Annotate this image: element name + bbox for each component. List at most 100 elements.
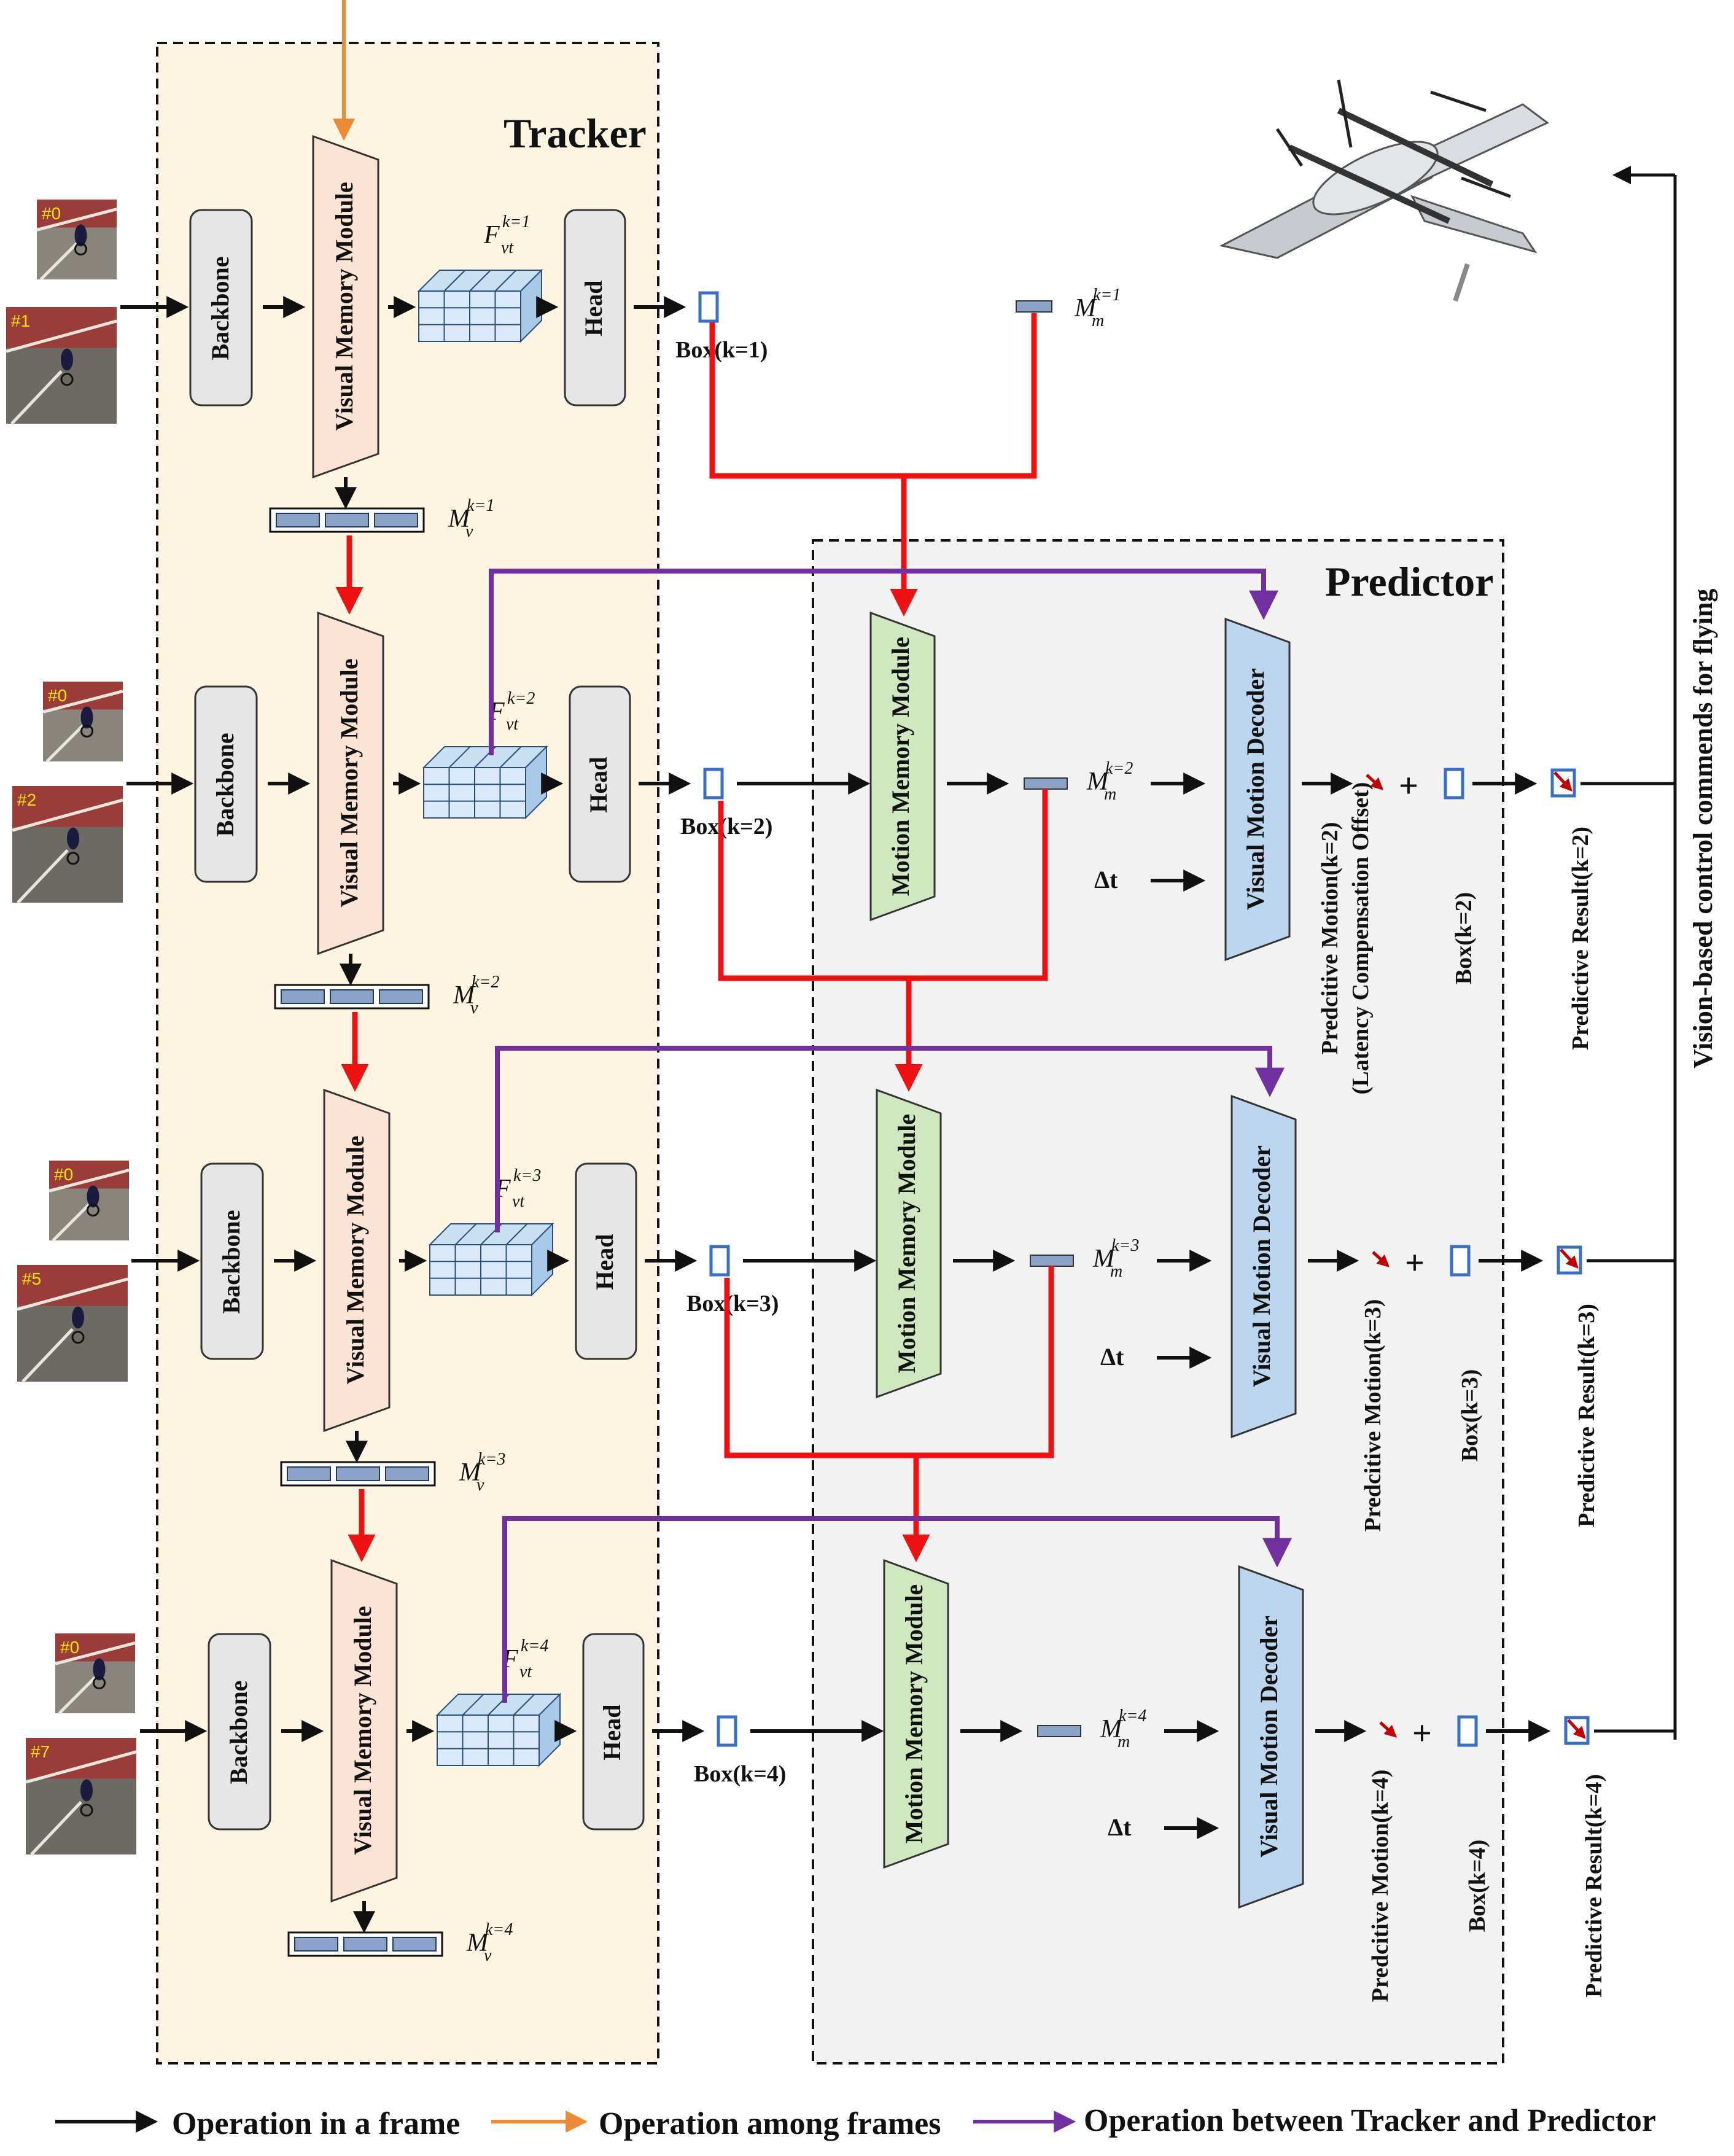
row-2-head	[569, 685, 631, 883]
row-3-mv-memory	[280, 1461, 436, 1487]
row-2-latency-label: (Latency Compensation Offset)	[1348, 782, 1374, 1095]
svg-text:M: M	[459, 1458, 482, 1487]
row-4-mv-label: Mvk=4	[466, 1920, 513, 1965]
row-2-predictive-motion-label: Predcitive Motion(k=2)	[1317, 822, 1343, 1055]
row-2-box-rot-label: Box(k=2)	[1451, 892, 1477, 984]
row-2-box-label: Box(k=2)	[680, 814, 772, 839]
row-4-mm-memory	[1037, 1725, 1081, 1737]
row-4-delta-t-label: Δt	[1108, 1813, 1132, 1841]
svg-text:k=3: k=3	[478, 1450, 505, 1469]
row-4-box-add-icon	[1457, 1715, 1478, 1747]
row-1-box-label: Box(k=1)	[675, 337, 768, 363]
row-3-head	[575, 1162, 637, 1360]
legend-label-1: Operation among frames	[599, 2106, 941, 2141]
row-3-backbone-label: Backbone	[217, 1210, 245, 1314]
svg-text:#0: #0	[42, 204, 61, 223]
row-2-current-frame: #2	[12, 786, 123, 904]
row-2-mv-memory	[274, 984, 430, 1010]
row-3-mm-label: Mm k=3	[1092, 1236, 1139, 1281]
svg-text:#0: #0	[54, 1165, 73, 1184]
legend: Operation in a frame Operation among fra…	[55, 2103, 1656, 2141]
row-1-current-frame: #1	[6, 307, 117, 425]
row-3-backbone	[200, 1162, 264, 1360]
row-4-motion-memory-module	[883, 1559, 949, 1869]
row-2-backbone	[194, 685, 258, 883]
svg-text:k=1: k=1	[467, 496, 494, 515]
svg-text:vt: vt	[519, 1662, 532, 1681]
predictor-title: Predictor	[1325, 558, 1493, 605]
svg-text:v: v	[465, 522, 473, 541]
svg-text:v: v	[476, 1476, 484, 1495]
row-2-feature-grid	[422, 745, 548, 820]
row-4-visual-memory-label: Visual Memory Module	[349, 1606, 376, 1854]
svg-text:M: M	[1092, 1245, 1116, 1273]
svg-text:vt: vt	[512, 1192, 525, 1211]
row-2-result-offset-icon	[1553, 771, 1573, 792]
row-1-reference-frame: #0	[36, 200, 117, 281]
svg-text:m: m	[1092, 311, 1104, 330]
row-2-red-merge-line	[718, 789, 1048, 981]
row-4-head-label: Head	[598, 1704, 626, 1760]
row-3-result-offset-icon	[1560, 1248, 1579, 1269]
row-4-feature-grid	[435, 1692, 562, 1767]
svg-text:vt: vt	[506, 715, 519, 734]
row-1-backbone	[189, 209, 253, 407]
row-4-box-label: Box(k=4)	[694, 1761, 786, 1787]
row-3-box-label: Box(k=3)	[686, 1291, 779, 1317]
row-3-box-add-icon	[1450, 1245, 1471, 1277]
control-feedback	[1612, 166, 1677, 1740]
row-2-predictive-result-label: Predictive Result(k=2)	[1568, 827, 1593, 1050]
svg-text:k=3: k=3	[1111, 1236, 1139, 1255]
row-3-visual-memory-label: Visual Memory Module	[341, 1135, 369, 1384]
svg-text:m: m	[1104, 785, 1116, 804]
row-4-box-icon	[717, 1715, 737, 1747]
row-4-mv-memory	[287, 1931, 443, 1957]
row-3-predictive-result-label: Predictive Result(k=3)	[1574, 1304, 1600, 1527]
svg-text:m: m	[1118, 1732, 1130, 1751]
row-2-mv-label: Mvk=2	[453, 973, 499, 1018]
row-2-decoder-label: Visual Motion Decoder	[1242, 668, 1269, 910]
row-2-head-label: Head	[585, 757, 612, 812]
row-3-motion-memory-module	[876, 1088, 942, 1399]
svg-text:k=2: k=2	[507, 689, 535, 708]
row-2-visual-memory-module	[317, 611, 384, 955]
svg-text:vt: vt	[501, 238, 514, 257]
row-4-backbone-label: Backbone	[225, 1681, 252, 1784]
row-4-plus-sign: +	[1412, 1714, 1432, 1753]
svg-text:M: M	[448, 505, 471, 533]
svg-text:k=4: k=4	[1119, 1707, 1146, 1726]
svg-text:k=2: k=2	[1105, 759, 1133, 778]
svg-text:m: m	[1110, 1262, 1122, 1281]
row-3-predictive-motion-label: Predcitive Motion(k=3)	[1360, 1299, 1386, 1532]
row-3-delta-t-label: Δt	[1100, 1343, 1124, 1371]
row-2-mm-label: Mmk=2	[1086, 759, 1133, 804]
row-1-head	[564, 209, 626, 407]
svg-text:k=4: k=4	[485, 1920, 513, 1939]
row-2-motion-memory-module	[869, 611, 936, 922]
row-4-head	[582, 1633, 645, 1831]
row-2-delta-t-label: Δt	[1094, 866, 1118, 893]
svg-text:v: v	[484, 1946, 492, 1965]
row-4-predictive-motion-icon	[1379, 1721, 1397, 1738]
row-1-box-icon	[698, 291, 719, 323]
row-2-mm-memory	[1024, 777, 1068, 790]
svg-text:#1: #1	[11, 311, 30, 330]
row-4-purple-feature-link	[502, 1516, 1292, 1703]
svg-text:#0: #0	[60, 1638, 79, 1657]
svg-text:k=1: k=1	[1093, 286, 1121, 305]
row-2-reference-frame: #0	[42, 682, 123, 763]
row-4-current-frame: #7	[25, 1738, 137, 1856]
row-3-box-rot-label: Box(k=3)	[1457, 1369, 1483, 1461]
svg-text:#2: #2	[17, 790, 36, 809]
row-2-purple-feature-link	[489, 569, 1278, 755]
svg-text:M: M	[1100, 1715, 1123, 1743]
row-3-red-merge-line	[724, 1266, 1054, 1458]
row-3-reference-frame: #0	[49, 1161, 130, 1242]
legend-label-0: Operation in a frame	[172, 2106, 460, 2141]
row-4-predictive-motion-label: Predcitive Motion(k=4)	[1367, 1770, 1393, 2002]
row-4-mm-label: Mm k=4	[1100, 1707, 1146, 1751]
row-4-motion-memory-label: Motion Memory Module	[900, 1584, 928, 1843]
row-1-mm-label: Mmk=1	[1074, 286, 1121, 330]
